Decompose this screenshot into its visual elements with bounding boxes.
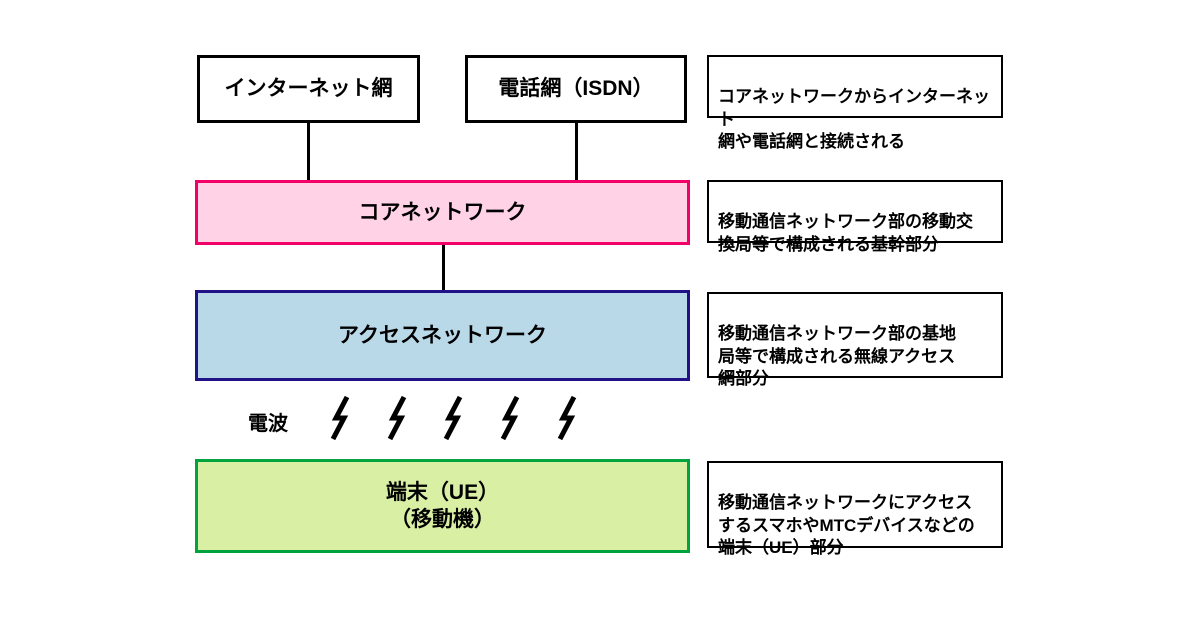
terminal-ue-label: 端末（UE） （移動機） xyxy=(385,480,500,531)
lightning-bolt-icon xyxy=(555,395,579,441)
telephone-network-box: 電話網（ISDN） xyxy=(465,55,687,123)
annotation-core-connect: コアネットワークからインターネット 網や電話網と接続される xyxy=(707,55,1003,151)
annotation-access-network: 移動通信ネットワーク部の基地 局等で構成される無線アクセス 網部分 xyxy=(707,292,1003,388)
radio-wave-label: 電波 xyxy=(248,413,288,435)
access-network-box: アクセスネットワーク xyxy=(195,290,690,381)
annotation-terminal-ue: 移動通信ネットワークにアクセス するスマホやMTCデバイスなどの 端末（UE）部… xyxy=(707,461,1003,557)
access-network-label: アクセスネットワーク xyxy=(338,323,547,347)
core-network-box: コアネットワーク xyxy=(195,180,690,245)
annotation-core-connect-text: コアネットワークからインターネット 網や電話網と接続される xyxy=(718,87,990,152)
annotation-core-network-text: 移動通信ネットワーク部の移動交 換局等で構成される基幹部分 xyxy=(718,212,973,254)
terminal-ue-box: 端末（UE） （移動機） xyxy=(195,459,690,553)
lightning-bolt-icon xyxy=(441,395,465,441)
lightning-bolt-icon xyxy=(328,395,352,441)
annotation-access-network-text: 移動通信ネットワーク部の基地 局等で構成される無線アクセス 網部分 xyxy=(718,324,956,389)
annotation-terminal-ue-text: 移動通信ネットワークにアクセス するスマホやMTCデバイスなどの 端末（UE）部… xyxy=(718,493,975,558)
telephone-network-label: 電話網（ISDN） xyxy=(498,77,654,101)
annotation-core-network: 移動通信ネットワーク部の移動交 換局等で構成される基幹部分 xyxy=(707,180,1003,254)
connector-core-to-access xyxy=(442,245,445,290)
connector-internet-to-core xyxy=(307,123,310,180)
connector-phone-to-core xyxy=(575,123,578,180)
lightning-bolt-icon xyxy=(385,395,409,441)
internet-network-box: インターネット網 xyxy=(197,55,420,123)
lightning-bolt-icon xyxy=(498,395,522,441)
core-network-label: コアネットワーク xyxy=(358,200,527,224)
internet-network-label: インターネット網 xyxy=(224,77,393,101)
